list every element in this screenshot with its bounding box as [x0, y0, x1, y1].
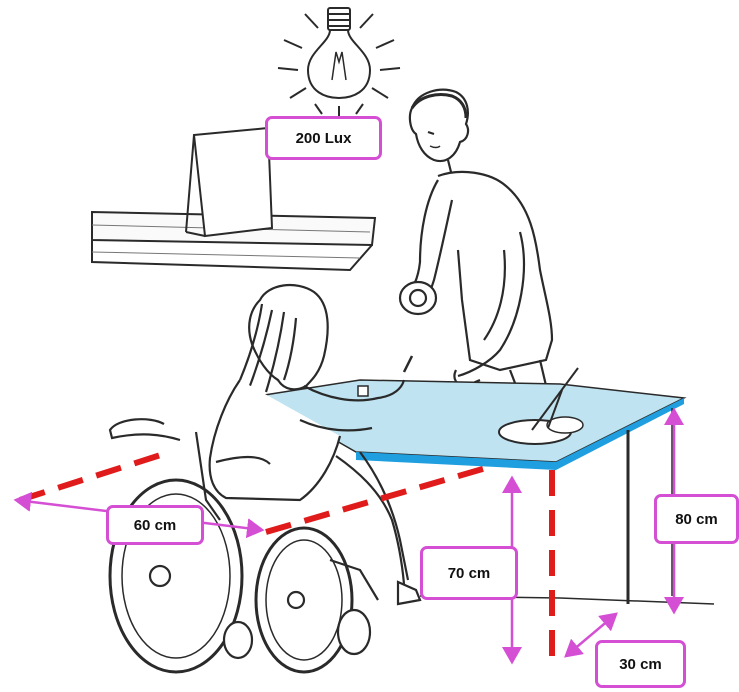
reach-distance-label: 60 cm — [106, 505, 204, 545]
light-level-label: 200 Lux — [265, 116, 382, 160]
knee-clearance-label: 70 cm — [420, 546, 518, 600]
standing-person-sketch — [400, 90, 552, 396]
light-bulb-icon — [278, 8, 400, 116]
table-height-label: 80 cm — [654, 494, 739, 544]
depth-label: 30 cm — [595, 640, 686, 688]
wheelchair-user-sketch — [110, 285, 420, 672]
